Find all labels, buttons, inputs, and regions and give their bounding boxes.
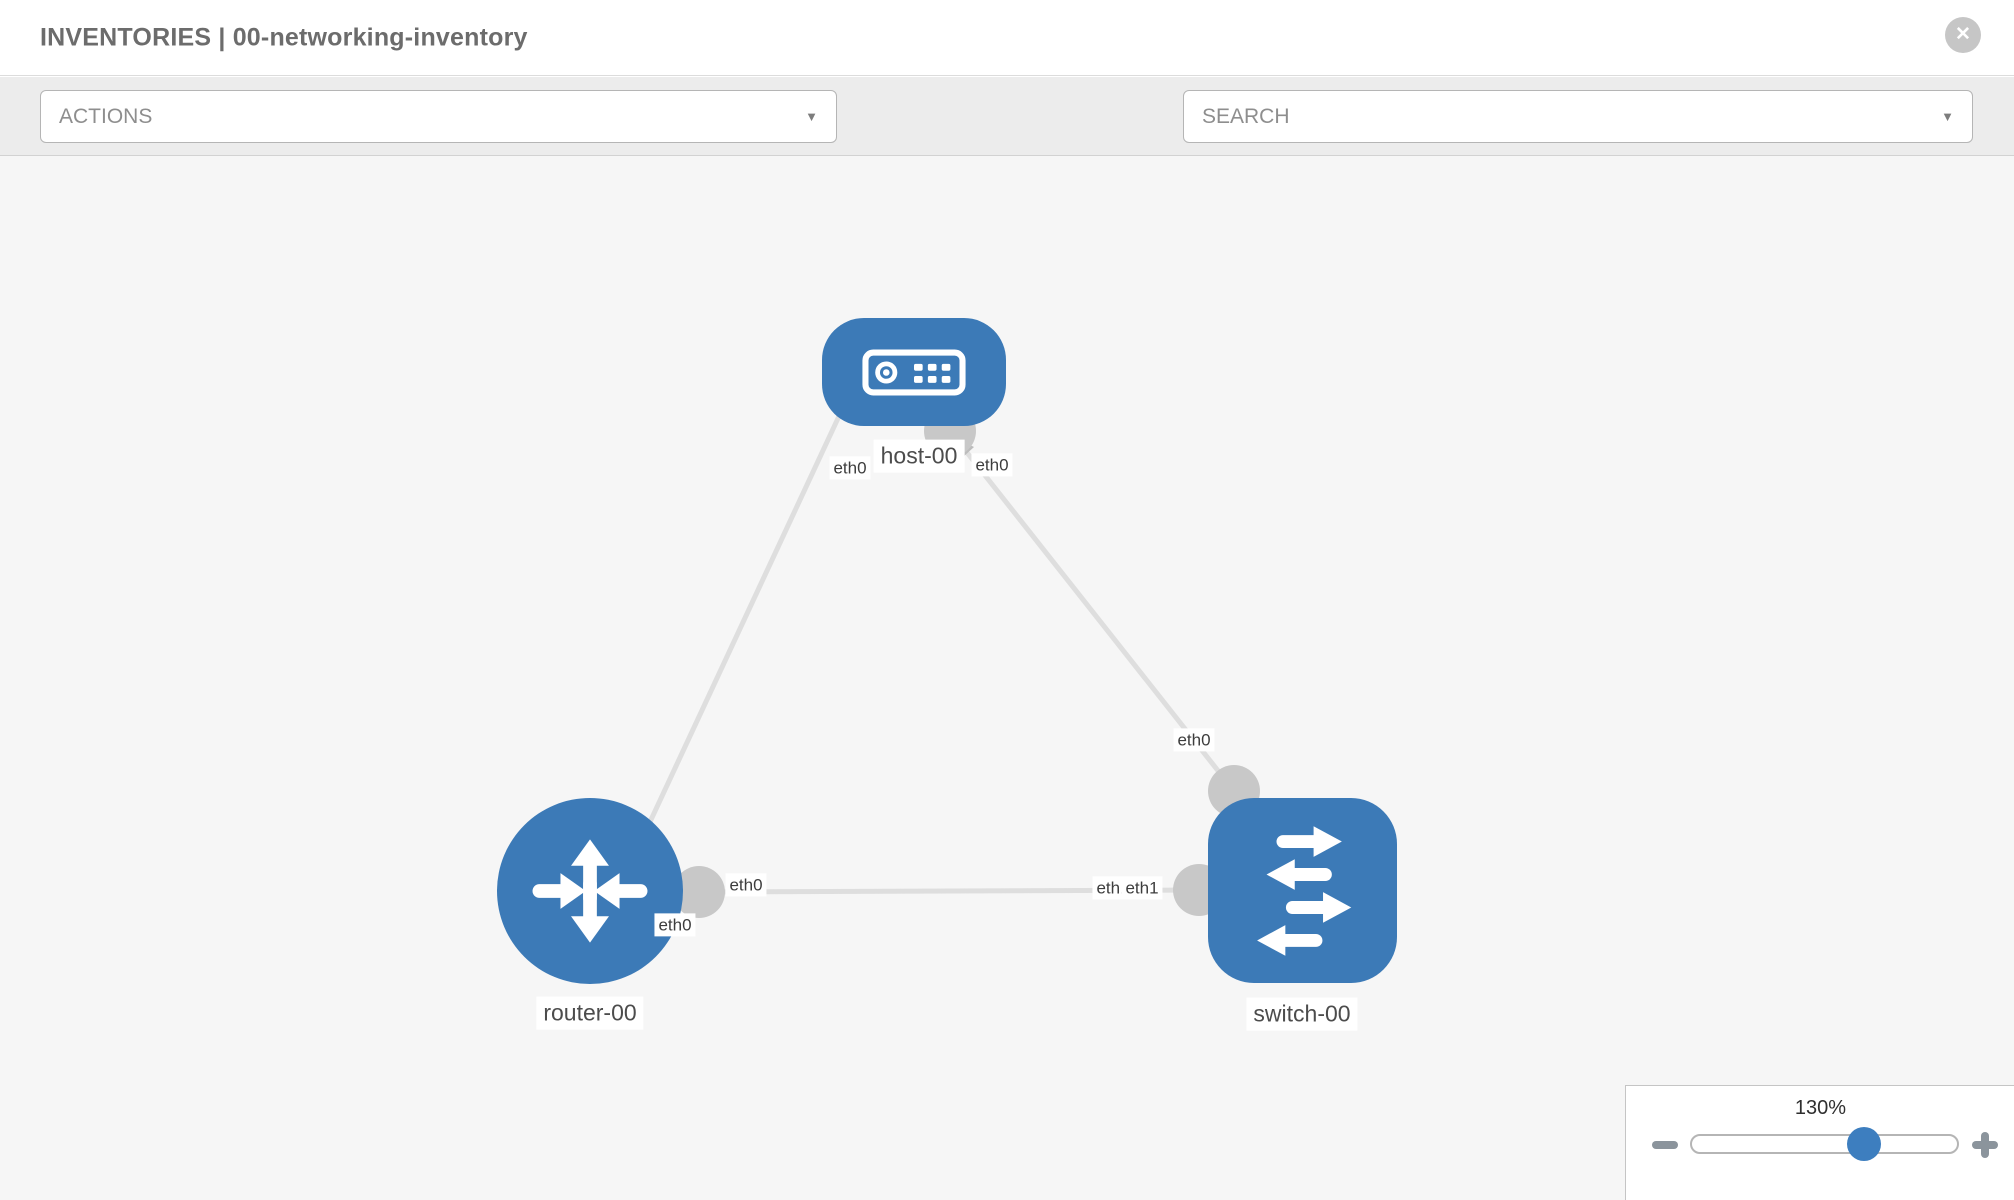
zoom-slider-thumb[interactable] bbox=[1847, 1127, 1881, 1161]
zoom-slider-track[interactable] bbox=[1690, 1134, 1959, 1154]
router-icon bbox=[532, 839, 648, 943]
interface-bubble-router-right bbox=[673, 866, 725, 918]
interface-label-switch-to-router: eth1 bbox=[1121, 876, 1163, 900]
toolbar: ACTIONS ▼ SEARCH ▼ bbox=[0, 77, 2014, 211]
page-title: INVENTORIES | 00-networking-inventory bbox=[40, 23, 528, 51]
search-dropdown[interactable]: SEARCH ▼ bbox=[1183, 90, 1973, 143]
node-label-switch: switch-00 bbox=[1246, 997, 1358, 1031]
window-header: INVENTORIES | 00-networking-inventory ✕ bbox=[0, 0, 2014, 76]
node-label-host: host-00 bbox=[873, 439, 965, 473]
interface-label-router-to-switch: eth0 bbox=[725, 873, 767, 897]
caret-down-icon: ▼ bbox=[805, 109, 818, 124]
node-host-00[interactable] bbox=[822, 318, 1006, 426]
host-icon bbox=[862, 349, 966, 395]
actions-dropdown[interactable]: ACTIONS ▼ bbox=[40, 90, 837, 143]
topology-canvas[interactable]: host-00 router-00 switch-00 eth0 eth0 et… bbox=[0, 156, 2014, 1200]
interface-label-switch-to-host: eth0 bbox=[1173, 728, 1215, 752]
topology-links-layer bbox=[633, 405, 1260, 918]
search-dropdown-label: SEARCH bbox=[1202, 104, 1290, 128]
zoom-level-value: 130% bbox=[1794, 1097, 1847, 1119]
node-switch-00[interactable] bbox=[1208, 798, 1397, 983]
interface-label-host-to-router: eth0 bbox=[829, 456, 871, 480]
interface-label-router-to-host: eth0 bbox=[654, 913, 696, 937]
close-button[interactable]: ✕ bbox=[1945, 17, 1981, 53]
interface-label-host-to-switch: eth0 bbox=[971, 453, 1013, 477]
close-icon: ✕ bbox=[1955, 24, 1971, 45]
plus-icon bbox=[1981, 1132, 1989, 1158]
zoom-panel: 130% bbox=[1625, 1085, 2014, 1200]
zoom-in-button[interactable] bbox=[1970, 1130, 2000, 1160]
node-label-router: router-00 bbox=[536, 996, 644, 1030]
switch-icon bbox=[1256, 825, 1351, 956]
node-router-00[interactable] bbox=[497, 798, 683, 984]
zoom-out-button[interactable] bbox=[1650, 1136, 1680, 1154]
actions-dropdown-label: ACTIONS bbox=[59, 104, 153, 128]
minus-icon bbox=[1652, 1141, 1678, 1149]
link-host-router[interactable] bbox=[633, 412, 843, 854]
caret-down-icon: ▼ bbox=[1941, 109, 1954, 124]
